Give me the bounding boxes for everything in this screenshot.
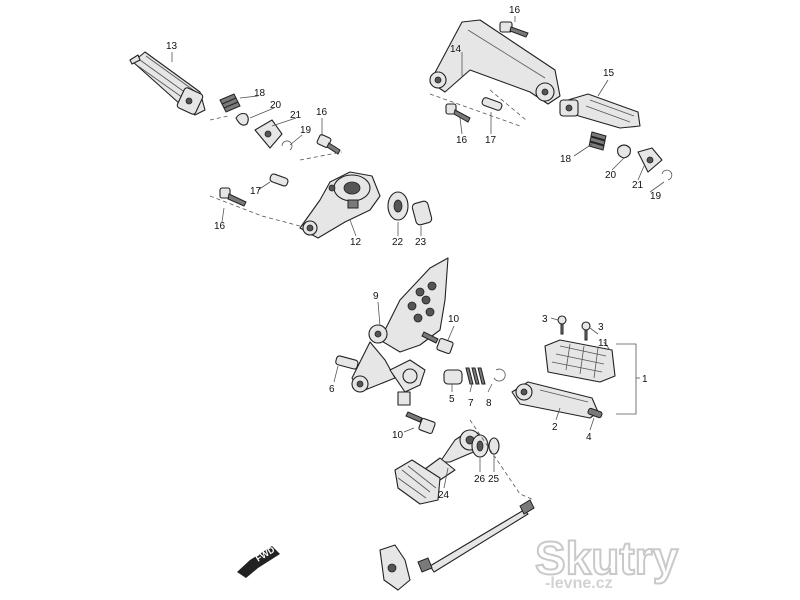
callout-19-lower: 19 [650, 191, 662, 202]
collar-22 [387, 191, 409, 221]
callout-16-a: 16 [316, 107, 328, 118]
callout-18-lower: 18 [560, 154, 572, 165]
callout-21-lower: 21 [632, 180, 644, 191]
ball-20-upper [235, 112, 249, 126]
bolt-16-a [316, 134, 341, 155]
callout-17-b: 17 [485, 135, 497, 146]
leader-lines [171, 16, 665, 501]
callout-10-a: 10 [448, 314, 460, 325]
pin-17-a [269, 173, 289, 187]
watermark: Skutry -levne.cz [534, 531, 680, 592]
callout-5: 5 [449, 394, 455, 405]
callout-3-b: 3 [598, 322, 604, 333]
plate-21-upper [254, 119, 283, 149]
callout-2: 2 [552, 422, 558, 433]
watermark-brand: Skutry [535, 532, 679, 584]
callout-3-a: 3 [542, 314, 548, 325]
clip-19-lower [661, 169, 673, 181]
callout-23: 23 [415, 237, 427, 248]
bolt-16-d [445, 103, 471, 123]
callout-12: 12 [350, 237, 362, 248]
bolt-16-b [219, 187, 247, 207]
fwd-arrow: FWD [237, 544, 280, 578]
step-holder-plate-9 [351, 257, 449, 406]
bolt-10-b [405, 411, 436, 435]
callout-numbers: 13 18 20 21 16 19 17 16 12 22 23 16 14 1… [166, 5, 662, 501]
screw-3-a [557, 315, 567, 335]
callout-11: 11 [598, 338, 609, 349]
callout-9: 9 [373, 291, 379, 302]
callout-8: 8 [486, 398, 492, 409]
clip-8 [493, 368, 506, 382]
callout-1: 1 [642, 374, 648, 385]
clip-19-upper [281, 140, 293, 151]
clip-25 [488, 437, 500, 455]
footpeg-rubber-11 [544, 339, 616, 383]
collar-5 [443, 369, 463, 385]
callout-16-c: 16 [509, 5, 521, 16]
rear-footrest-bracket-14 [429, 19, 561, 105]
linkage-rod [379, 499, 535, 591]
callout-26: 26 [474, 474, 486, 485]
callout-10-b: 10 [392, 430, 404, 441]
callout-21-upper: 21 [290, 110, 302, 121]
callout-17-a: 17 [250, 186, 262, 197]
callout-14: 14 [450, 44, 462, 55]
callout-13: 13 [166, 41, 178, 52]
ball-20-lower [617, 144, 631, 159]
rear-footpeg-left-13 [129, 51, 206, 116]
plate-21-lower [637, 147, 663, 173]
rear-footpeg-right-15 [559, 93, 641, 129]
footpeg-2 [511, 381, 599, 419]
spring-18-upper [219, 93, 241, 113]
callout-7: 7 [468, 398, 474, 409]
callout-20-lower: 20 [605, 170, 617, 181]
callout-4: 4 [586, 432, 592, 443]
callout-6: 6 [329, 384, 335, 395]
watermark-domain: -levne.cz [545, 575, 613, 592]
pin-17-b [481, 97, 503, 111]
bolt-16-c [499, 21, 529, 38]
bolt-10-a [421, 331, 454, 355]
callout-25: 25 [488, 474, 500, 485]
callout-24: 24 [438, 490, 450, 501]
spring-18-lower [588, 131, 607, 151]
callout-18-upper: 18 [254, 88, 266, 99]
washer-26 [471, 434, 489, 458]
pin-6 [335, 355, 359, 370]
spring-7 [465, 367, 486, 385]
callout-16-b: 16 [214, 221, 226, 232]
callout-15: 15 [603, 68, 615, 79]
callout-20-upper: 20 [270, 100, 282, 111]
rear-footrest-bracket-12 [299, 171, 381, 239]
screw-3-b [581, 321, 591, 341]
callout-16-d: 16 [456, 135, 468, 146]
bush-23 [411, 200, 433, 226]
pin-4 [587, 407, 603, 419]
callout-19-upper: 19 [300, 125, 312, 136]
callout-22: 22 [392, 237, 404, 248]
pedal-24 [394, 429, 483, 505]
